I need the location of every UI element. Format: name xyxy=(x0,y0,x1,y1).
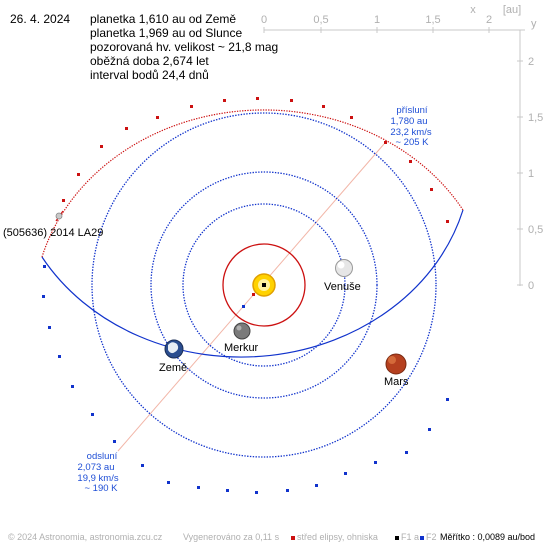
info-line: planetka 1,969 au od Slunce xyxy=(90,26,243,40)
perihelion-label: přísluní 1,780 au 23,2 km/s ~ 205 K xyxy=(390,105,431,148)
y-tick-label: 0 xyxy=(528,280,534,292)
svg-text:přísluní: přísluní xyxy=(396,105,428,116)
info-line: interval bodů 24,4 dnů xyxy=(90,68,209,82)
date-label: 26. 4. 2024 xyxy=(10,12,71,26)
info-line: pozorovaná hv. velikost ~ 21,8 mag xyxy=(90,40,279,54)
asteroid-orbit-north xyxy=(41,109,464,258)
svg-text:1,780 au: 1,780 au xyxy=(391,116,428,127)
orbit-interval-dots xyxy=(62,97,449,223)
info-block: planetka 1,610 au od Země planetka 1,969… xyxy=(90,12,278,82)
x-axis: 0 0,5 1 1,5 2 x [au] xyxy=(261,4,525,33)
mars-icon xyxy=(385,353,407,375)
svg-text:23,2 km/s: 23,2 km/s xyxy=(390,127,431,138)
svg-text:~ 190 K: ~ 190 K xyxy=(84,483,118,494)
mars-orbit xyxy=(91,112,437,458)
asteroid-label: (505636) 2014 LA29 xyxy=(3,227,103,239)
mercury-label: Merkur xyxy=(224,342,259,354)
generated-time: Vygenerováno za 0,11 s xyxy=(183,532,280,542)
copyright-link[interactable]: © 2024 Astronomia, astronomia.zcu.cz xyxy=(8,532,163,542)
mars-label: Mars xyxy=(384,376,409,388)
venus-icon xyxy=(335,259,353,277)
svg-text:~ 205 K: ~ 205 K xyxy=(395,137,429,148)
svg-text:2,073 au: 2,073 au xyxy=(78,462,115,473)
y-axis: 2 1,5 1 0,5 0 y xyxy=(517,18,543,292)
info-line: planetka 1,610 au od Země xyxy=(90,12,237,26)
svg-text:19,9 km/s: 19,9 km/s xyxy=(77,473,118,484)
x-tick-label: 2 xyxy=(486,14,492,26)
asteroid-icon xyxy=(55,210,64,222)
svg-text:odsluní: odsluní xyxy=(87,451,118,462)
info-line: oběžná doba 2,674 let xyxy=(90,54,209,68)
x-tick-label: 1,5 xyxy=(425,14,440,26)
sun-icon xyxy=(252,273,276,297)
focus-f2-marker xyxy=(242,305,245,308)
focus-f2-icon xyxy=(420,535,424,540)
center-marker-icon xyxy=(291,535,295,540)
asteroid-orbit-south xyxy=(41,209,464,358)
y-tick-label: 1 xyxy=(528,168,534,180)
apsides-line xyxy=(117,143,385,452)
venus-label: Venuše xyxy=(324,281,361,293)
ellipse-center-marker xyxy=(252,293,255,296)
y-tick-label: 0,5 xyxy=(528,224,543,236)
mercury-orbit xyxy=(222,243,306,327)
x-tick-label: 0,5 xyxy=(313,14,328,26)
legend-center: střed elipsy, ohniska xyxy=(291,532,378,542)
mercury-icon xyxy=(233,322,251,340)
orbit-interval-dots xyxy=(42,265,449,494)
legend-f1: F1 a xyxy=(395,532,419,542)
x-tick-label: 0 xyxy=(261,14,267,26)
y-tick-label: 1,5 xyxy=(528,112,543,124)
x-tick-label: 1 xyxy=(374,14,380,26)
y-tick-label: 2 xyxy=(528,56,534,68)
legend-f2: F2 xyxy=(420,532,437,542)
y-axis-name: y xyxy=(531,18,537,30)
scale-label: Měřítko : 0,0089 au/bod xyxy=(440,532,536,542)
aphelion-label: odsluní 2,073 au 19,9 km/s ~ 190 K xyxy=(77,451,118,494)
footer: © 2024 Astronomia, astronomia.zcu.cz Vyg… xyxy=(8,532,544,546)
focus-f1-icon xyxy=(395,535,399,540)
x-axis-name: x xyxy=(470,4,476,16)
earth-icon xyxy=(164,339,184,359)
venus-orbit xyxy=(182,203,346,367)
earth-label: Země xyxy=(159,362,187,374)
earth-orbit xyxy=(150,171,378,399)
axis-unit: [au] xyxy=(503,4,521,16)
